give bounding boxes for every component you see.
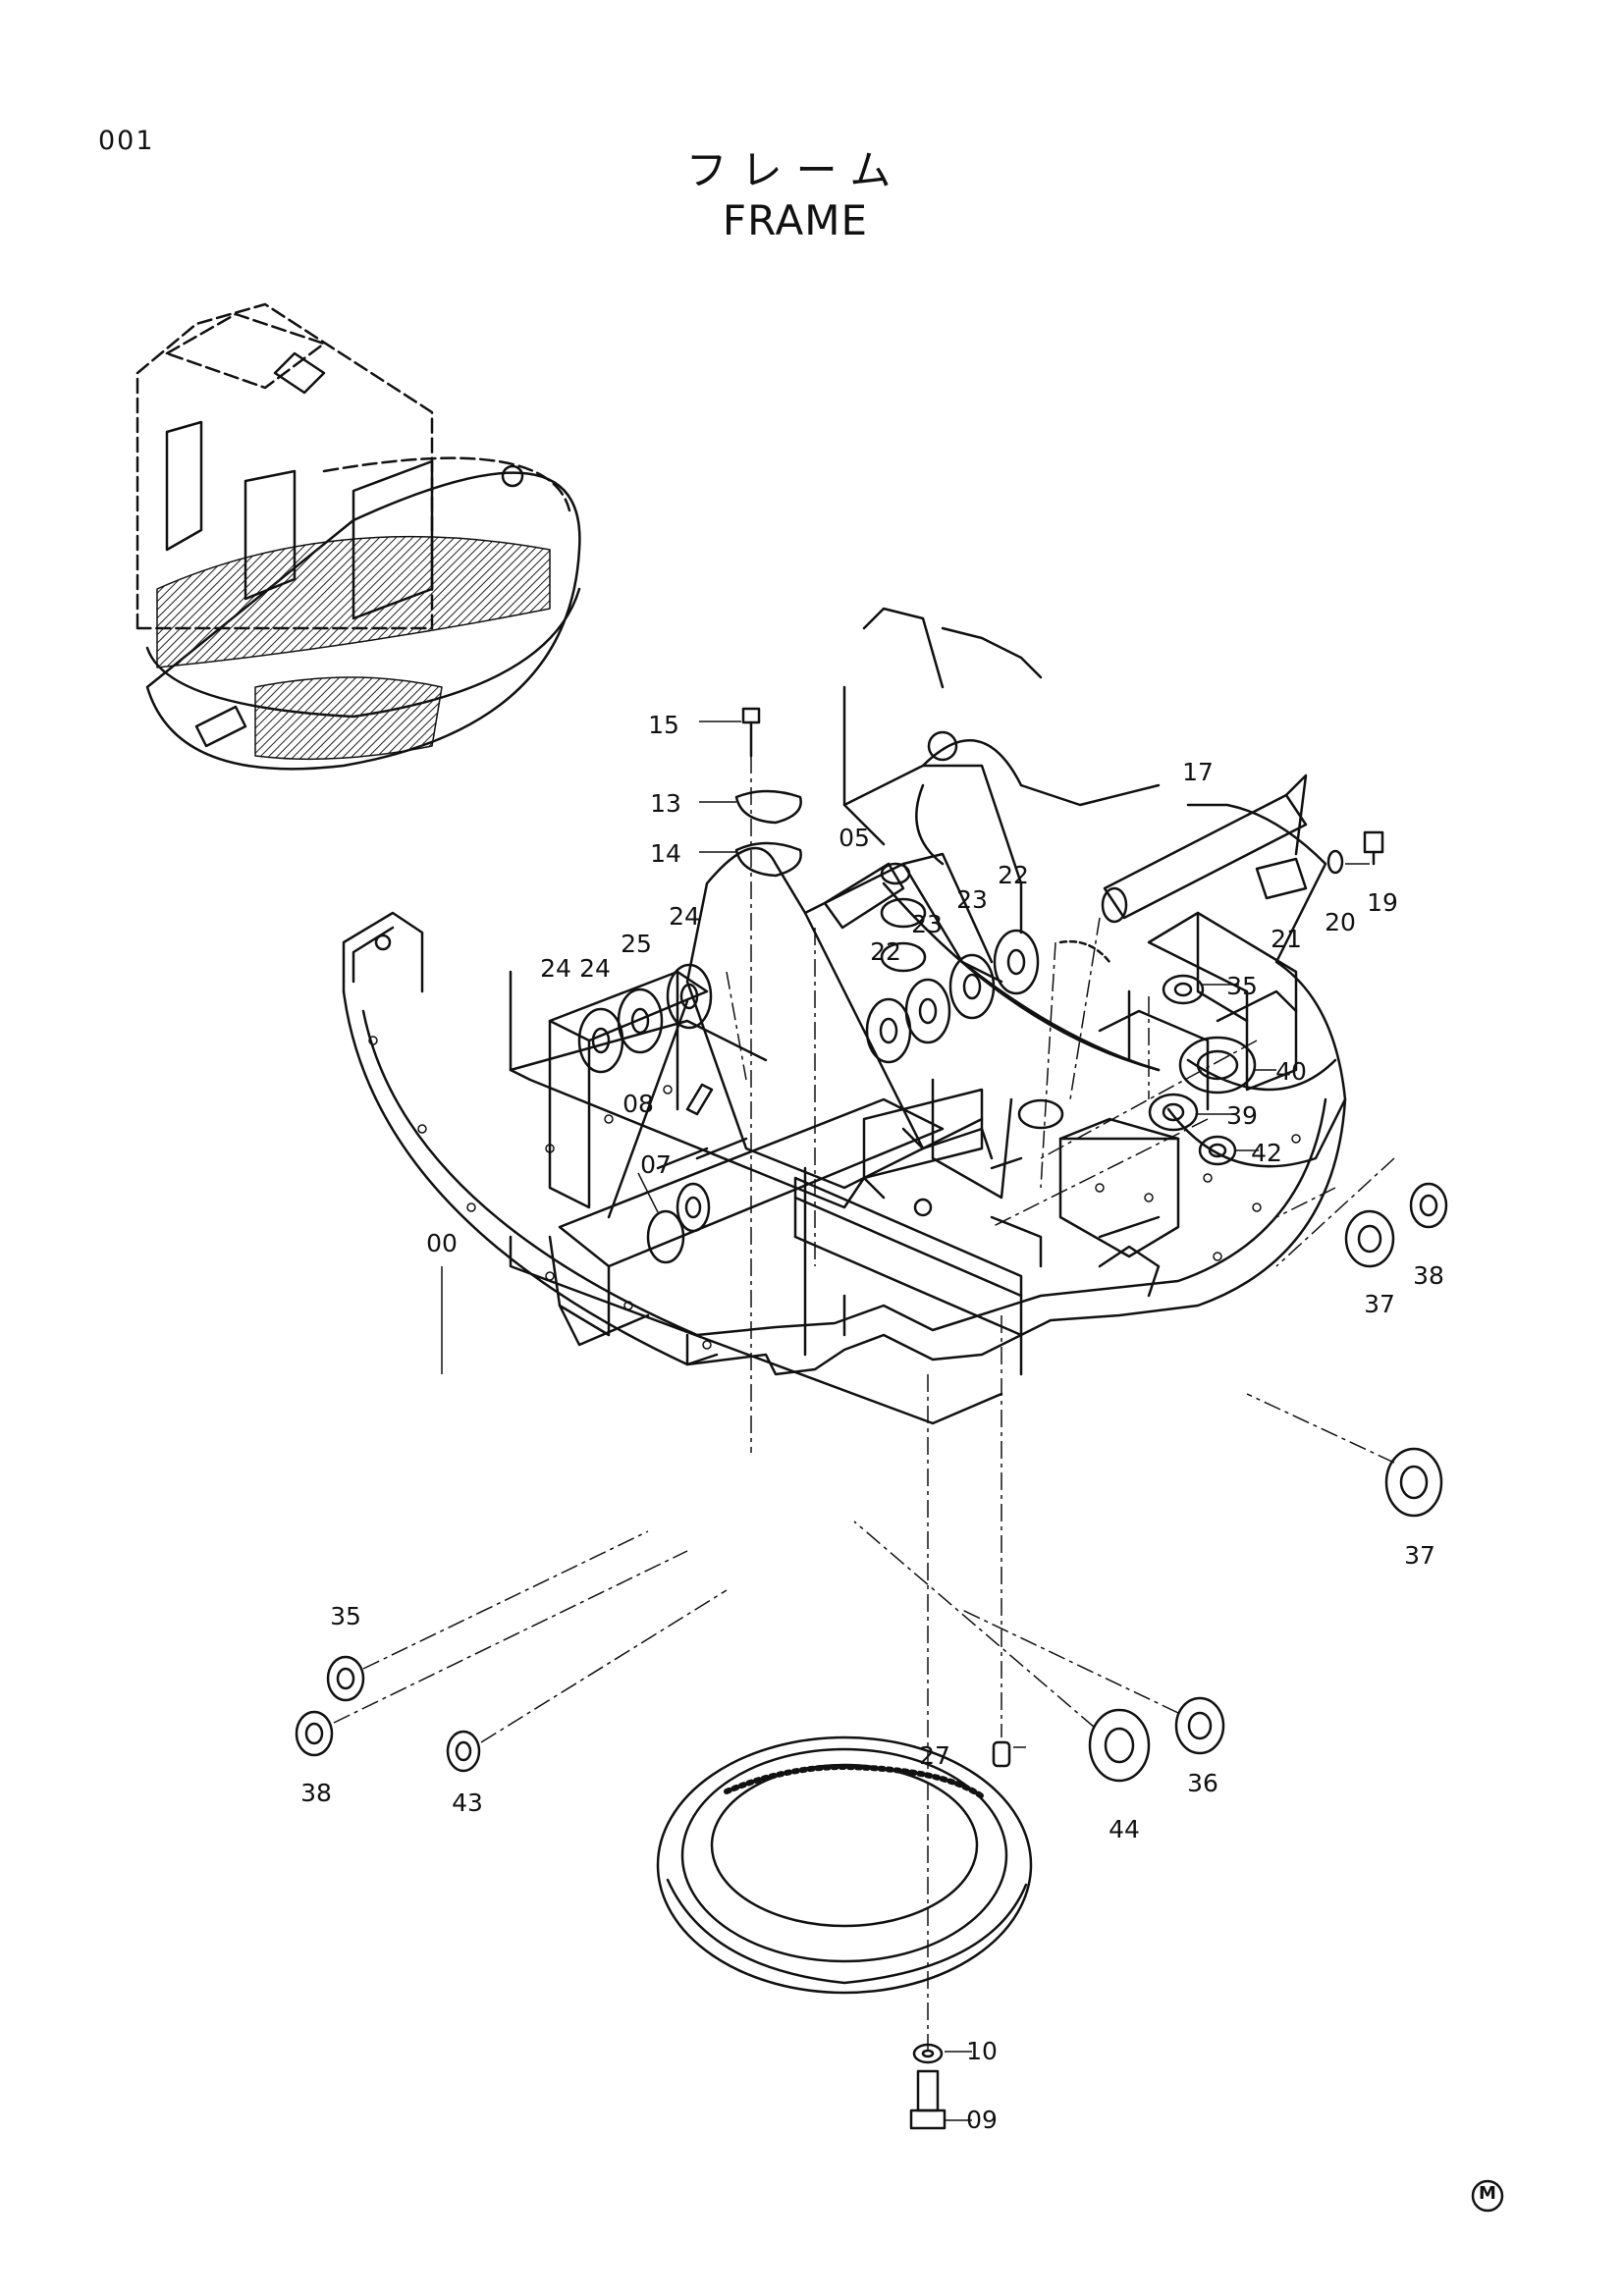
callout-37: 37 xyxy=(1404,1541,1435,1570)
bushing-07 xyxy=(646,1182,711,1264)
callout-13: 13 xyxy=(650,789,681,818)
callout-20: 20 xyxy=(1325,908,1356,936)
callout-44: 44 xyxy=(1109,1815,1140,1843)
callout-10: 10 xyxy=(966,2037,998,2065)
callout-42: 42 xyxy=(1251,1139,1282,1167)
page-number: 001 xyxy=(98,126,155,156)
bolt-15 xyxy=(741,707,761,758)
leader-lines xyxy=(333,756,1395,2052)
grommet-35-top xyxy=(1162,974,1205,1005)
callout-08: 08 xyxy=(622,1090,654,1118)
callout-37: 37 xyxy=(1364,1290,1395,1318)
pin-05 xyxy=(823,862,911,930)
grommet-44 xyxy=(1088,1708,1151,1783)
m-mark-letter: M xyxy=(1479,2183,1496,2204)
callout-19: 19 xyxy=(1367,888,1398,917)
callout-22: 22 xyxy=(870,937,901,966)
callout-07: 07 xyxy=(640,1150,672,1179)
callout-14: 14 xyxy=(650,839,681,868)
shim-rings-right xyxy=(865,929,1040,1064)
plate-14 xyxy=(734,841,802,878)
callout-17: 17 xyxy=(1182,758,1214,786)
bolt-19 xyxy=(1363,830,1384,866)
callout-05: 05 xyxy=(839,824,870,852)
callout-15: 15 xyxy=(648,711,679,739)
grommet-42 xyxy=(1198,1135,1237,1166)
upper-frame-assembly xyxy=(342,607,1347,1425)
callout-23: 23 xyxy=(911,910,943,938)
callout-22: 22 xyxy=(998,861,1029,889)
machine-overview-illustration xyxy=(135,302,581,771)
grommet-40 xyxy=(1178,1036,1257,1095)
washer-20 xyxy=(1326,849,1344,875)
deck-bolt-holes xyxy=(368,1036,1301,1350)
bolt-09 xyxy=(909,2069,947,2130)
grommet-38-left xyxy=(295,1710,334,1757)
callout-39: 39 xyxy=(1226,1101,1258,1130)
callout-40: 40 xyxy=(1275,1057,1307,1086)
shim-rings-left xyxy=(577,963,713,1074)
title-english: FRAME xyxy=(722,196,869,244)
grommet-38-right xyxy=(1409,1182,1448,1229)
callout-38: 38 xyxy=(300,1779,332,1807)
callout-23: 23 xyxy=(956,885,988,914)
callout-21: 21 xyxy=(1271,925,1302,953)
grommet-37-bottom xyxy=(1384,1447,1443,1518)
callout-35: 35 xyxy=(330,1602,361,1630)
callout-24: 24 xyxy=(669,902,700,931)
grommet-37-top xyxy=(1344,1209,1395,1268)
callout-27: 27 xyxy=(919,1741,950,1770)
callout-00: 00 xyxy=(426,1229,458,1257)
grommet-35-left xyxy=(326,1655,365,1702)
callout-25: 25 xyxy=(621,930,652,958)
callout-38: 38 xyxy=(1413,1261,1444,1290)
grommet-36 xyxy=(1174,1696,1225,1755)
bracket-21 xyxy=(1255,857,1308,900)
grommet-43 xyxy=(446,1730,481,1773)
callout-09: 09 xyxy=(966,2106,998,2134)
m-mark-symbol xyxy=(1471,2179,1504,2213)
callout-36: 36 xyxy=(1187,1769,1218,1797)
pin-08 xyxy=(685,1083,714,1116)
swing-bearing-ring xyxy=(656,1735,1033,1995)
pin-17 xyxy=(1101,774,1308,924)
callout-35: 35 xyxy=(1226,972,1258,1000)
callout-ticks xyxy=(441,721,1370,2121)
callout-24: 24 xyxy=(579,954,611,983)
callout-43: 43 xyxy=(452,1789,483,1817)
plate-13 xyxy=(734,789,802,825)
callout-24: 24 xyxy=(540,954,571,983)
grommet-39 xyxy=(1148,1093,1199,1132)
title-japanese: フレーム xyxy=(685,146,905,194)
pin-27 xyxy=(992,1740,1011,1768)
